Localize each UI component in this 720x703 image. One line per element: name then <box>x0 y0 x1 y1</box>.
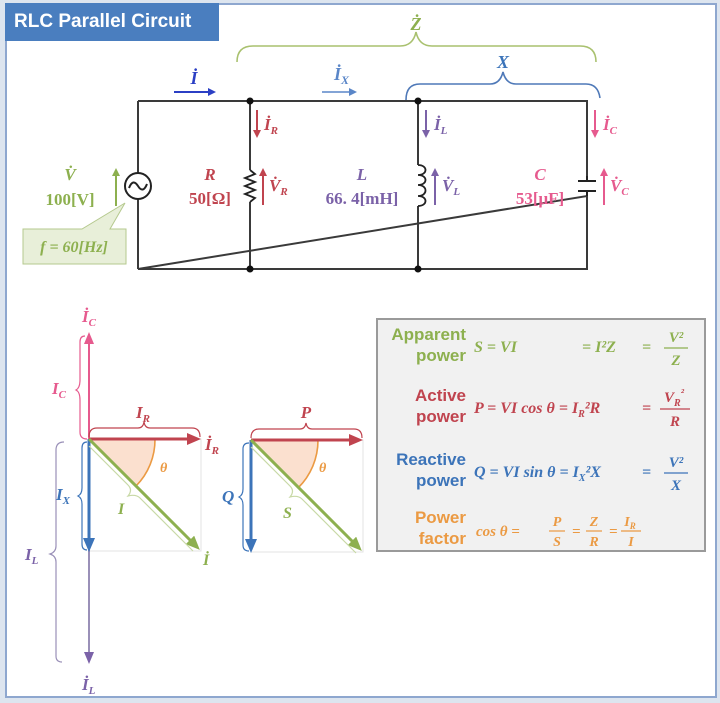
svg-text:S: S <box>553 535 561 550</box>
formula-panel: Apparent power S = VI = I²Z = V² Z Activ… <box>376 318 706 552</box>
svg-text:factor: factor <box>419 529 467 548</box>
ix-magnitude-label: IX <box>55 485 71 507</box>
svg-text:R: R <box>669 414 680 430</box>
ir-phasor-label: İR <box>204 435 219 457</box>
svg-text:power: power <box>416 471 466 490</box>
svg-text:I: I <box>627 535 634 550</box>
svg-text:Q = VI sin θ = IX²X: Q = VI sin θ = IX²X <box>474 464 601 484</box>
formula-active-power: Active power P = VI cos θ = IR²R = VR² R <box>415 386 690 430</box>
svg-text:P: P <box>553 515 562 530</box>
formula-reactive-power: Reactive power Q = VI sin θ = IX²X = V² … <box>396 450 688 494</box>
inductor-value: 66. 4[mH] <box>326 189 399 208</box>
svg-text:Z: Z <box>589 515 599 530</box>
svg-text:Z: Z <box>670 353 680 369</box>
s-brace <box>250 446 357 554</box>
ix-brace <box>76 441 88 551</box>
capacitor-value: 53[μF] <box>516 189 564 208</box>
total-current-label: İ <box>189 67 198 88</box>
reactance-label: X <box>496 52 510 72</box>
svg-text:Apparent: Apparent <box>391 325 466 344</box>
formula-apparent-power: Apparent power S = VI = I²Z = V² Z <box>391 325 688 369</box>
svg-text:Reactive: Reactive <box>396 450 466 469</box>
il-brace <box>48 441 65 663</box>
svg-text:S = VI: S = VI <box>474 339 518 356</box>
theta-label: θ <box>160 461 168 476</box>
resistor-voltage-label: V̇R <box>269 176 288 198</box>
impedance-label: Ż <box>410 13 422 34</box>
frequency-callout <box>22 202 127 265</box>
current-phasor-diagram: θ İC IC IR İR İL IL IX I İ <box>24 307 219 697</box>
reactive-current-label: İX <box>333 63 350 87</box>
circuit-wires <box>137 100 588 270</box>
theta-wedge <box>89 439 156 486</box>
svg-text:V²: V² <box>669 455 684 471</box>
svg-text:V²: V² <box>669 330 684 346</box>
ir-brace <box>88 421 201 438</box>
i-phasor <box>87 437 200 550</box>
capacitor-current-label: İC <box>602 115 618 137</box>
s-label: S <box>283 505 292 522</box>
resistor-current-label: İR <box>263 115 278 137</box>
formula-power-factor: Power factor cos θ = P S = Z R = IR I <box>415 508 641 550</box>
ic-magnitude-label: IC <box>51 379 67 401</box>
junction-node <box>246 265 254 273</box>
inductor-icon <box>417 164 427 207</box>
inductor-symbol: L <box>356 165 367 184</box>
source-voltage-symbol: V̇ <box>64 165 77 184</box>
i-phasor-label: İ <box>202 550 210 569</box>
junction-node <box>414 265 422 273</box>
svg-text:power: power <box>416 407 466 426</box>
svg-text:=: = <box>609 524 618 540</box>
p-label: P <box>300 403 312 422</box>
svg-text:X: X <box>670 478 682 494</box>
s-vector <box>249 438 362 551</box>
source-voltage-value: 100[V] <box>45 190 94 209</box>
svg-text:=: = <box>642 464 651 481</box>
il-magnitude-label: IL <box>24 545 39 567</box>
i-magnitude-label: I <box>117 501 125 518</box>
svg-text:cos θ =: cos θ = <box>476 524 520 540</box>
ir-magnitude-label: IR <box>135 403 150 425</box>
resistor-icon <box>242 169 258 203</box>
frequency-label: f = 60[Hz] <box>40 239 108 256</box>
svg-text:P = VI cos θ = IR²R: P = VI cos θ = IR²R <box>473 400 601 420</box>
junction-node <box>246 97 254 105</box>
power-theta-wedge <box>251 440 319 488</box>
svg-text:Active: Active <box>415 386 466 405</box>
svg-text:=: = <box>642 339 651 356</box>
svg-text:power: power <box>416 346 466 365</box>
ic-brace <box>74 335 88 440</box>
svg-text:= I²Z: = I²Z <box>582 339 616 356</box>
sine-wave-icon <box>128 181 148 191</box>
page-title: RLC Parallel Circuit <box>5 3 219 41</box>
inductor-current-label: İL <box>433 115 448 137</box>
power-theta-label: θ <box>319 461 327 476</box>
reactance-brace <box>405 71 601 101</box>
resistor-value: 50[Ω] <box>189 189 231 208</box>
capacitor-icon <box>578 176 596 196</box>
ic-phasor-label: İC <box>81 307 97 329</box>
power-triangle: θ P Q S <box>222 403 364 554</box>
resistor-symbol: R <box>203 165 215 184</box>
junction-node <box>414 97 422 105</box>
capacitor-symbol: C <box>534 165 546 184</box>
impedance-brace <box>236 31 597 63</box>
svg-text:=: = <box>572 524 581 540</box>
i-brace <box>88 445 194 552</box>
svg-text:=: = <box>642 400 651 417</box>
capacitor-voltage-label: V̇C <box>610 176 629 198</box>
q-brace <box>237 442 250 552</box>
svg-text:IR: IR <box>623 515 635 531</box>
inductor-voltage-label: V̇L <box>442 176 460 198</box>
q-label: Q <box>222 487 234 506</box>
svg-text:Power: Power <box>415 508 466 527</box>
p-brace <box>250 422 363 439</box>
svg-text:R: R <box>588 535 598 550</box>
formula-svg: Apparent power S = VI = I²Z = V² Z Activ… <box>391 325 690 550</box>
svg-text:VR²: VR² <box>664 387 685 409</box>
il-phasor-label: İL <box>81 675 96 697</box>
